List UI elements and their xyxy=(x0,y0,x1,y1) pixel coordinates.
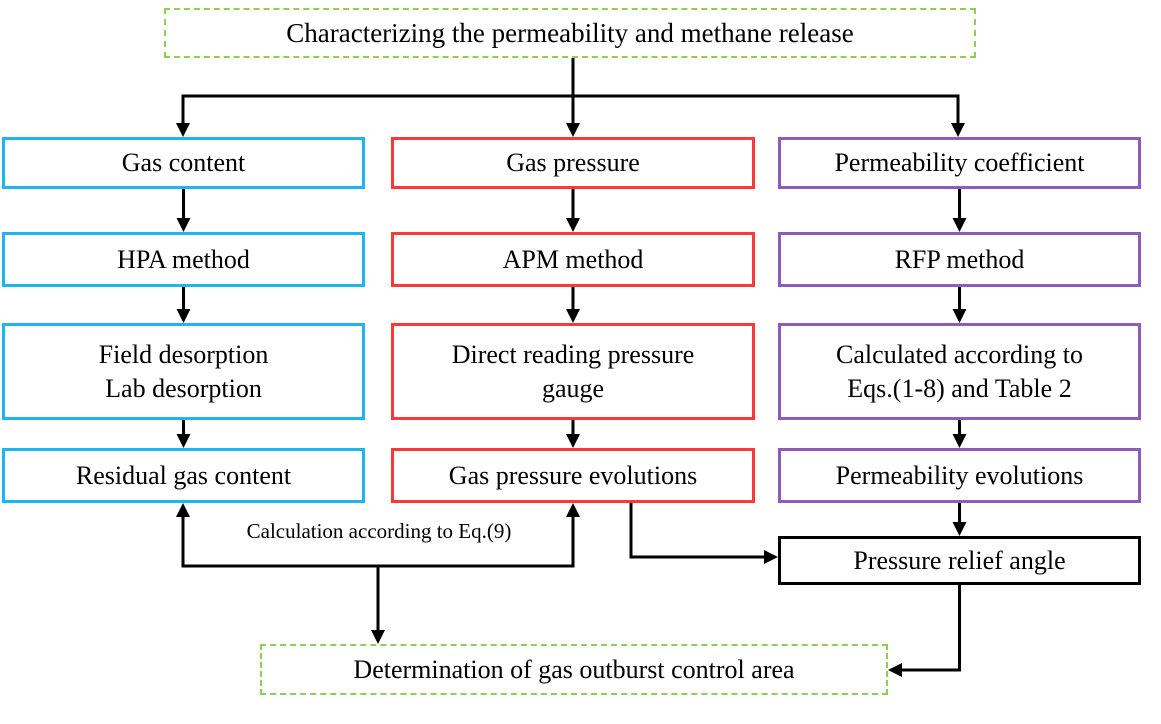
arrow-title-to-columns xyxy=(181,57,960,124)
box-rfp-method: RFP method xyxy=(778,232,1141,287)
box-field-lab-desorption-label: Field desorption Lab desorption xyxy=(98,340,269,403)
box-gas-pressure: Gas pressure xyxy=(391,137,755,189)
box-determination: Determination of gas outburst control ar… xyxy=(260,644,888,695)
eq9-annotation-text: Calculation according to Eq.(9) xyxy=(246,519,512,543)
box-field-lab-desorption: Field desorption Lab desorption xyxy=(2,323,365,420)
box-direct-reading-pressure-gauge: Direct reading pressure gauge xyxy=(391,323,755,420)
box-residual-gas-content-label: Residual gas content xyxy=(75,460,292,490)
arrow-eq9-junction xyxy=(181,517,575,631)
box-pressure-relief-angle-label: Pressure relief angle xyxy=(853,545,1066,575)
arrow-relief-angle-to-outcome xyxy=(902,585,961,672)
box-pressure-relief-angle: Pressure relief angle xyxy=(778,536,1141,585)
box-gas-pressure-label: Gas pressure xyxy=(506,148,640,178)
box-hpa-method: HPA method xyxy=(2,232,365,287)
box-gas-pressure-evolutions: Gas pressure evolutions xyxy=(391,448,755,503)
box-apm-method: APM method xyxy=(391,232,755,287)
box-calculated-eqs-label: Calculated according to Eqs.(1-8) and Ta… xyxy=(836,340,1083,403)
box-determination-label: Determination of gas outburst control ar… xyxy=(353,654,795,684)
box-gas-pressure-evolutions-label: Gas pressure evolutions xyxy=(448,460,698,490)
box-gas-content: Gas content xyxy=(2,137,365,189)
title-box: Characterizing the permeability and meth… xyxy=(164,8,976,58)
box-permeability-evolutions: Permeability evolutions xyxy=(778,448,1141,503)
eq9-annotation: Calculation according to Eq.(9) xyxy=(203,519,555,544)
arrowheads xyxy=(176,123,967,677)
box-rfp-method-label: RFP method xyxy=(894,244,1025,274)
box-permeability-coefficient: Permeability coefficient xyxy=(778,137,1141,189)
box-gas-content-label: Gas content xyxy=(121,148,246,178)
box-hpa-method-label: HPA method xyxy=(117,244,250,274)
box-apm-method-label: APM method xyxy=(502,244,644,274)
title-text: Characterizing the permeability and meth… xyxy=(286,17,854,48)
box-residual-gas-content: Residual gas content xyxy=(2,448,365,503)
box-permeability-coefficient-label: Permeability coefficient xyxy=(834,148,1085,178)
box-permeability-evolutions-label: Permeability evolutions xyxy=(835,460,1084,490)
arrow-gpe-to-relief-angle xyxy=(629,503,764,559)
box-direct-reading-pressure-gauge-label: Direct reading pressure gauge xyxy=(451,340,695,403)
box-calculated-eqs: Calculated according to Eqs.(1-8) and Ta… xyxy=(778,323,1141,420)
